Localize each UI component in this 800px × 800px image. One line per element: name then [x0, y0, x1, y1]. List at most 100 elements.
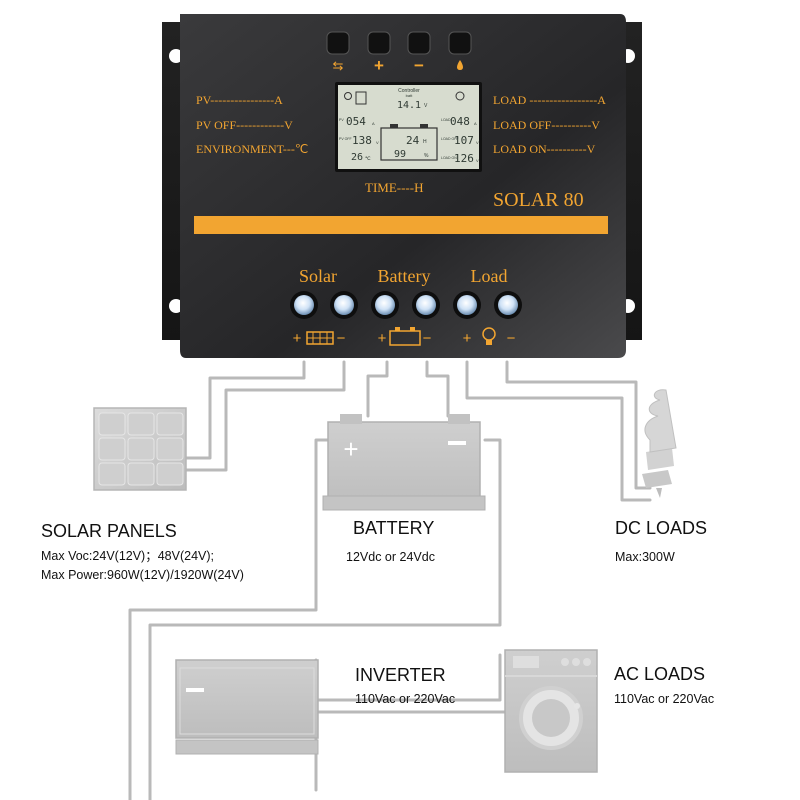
lcd-bulb-icon	[455, 91, 465, 101]
label-load-on: LOAD ON----------V	[493, 142, 596, 156]
accent-stripe	[194, 216, 608, 234]
lcd-left-unit-3: ℃	[365, 156, 371, 162]
lcd-right-unit-1: A	[474, 121, 477, 126]
label-time: TIME----H	[365, 180, 423, 195]
solar-plus-sign: +	[293, 330, 302, 347]
lcd-left-value-1: 054	[346, 115, 366, 128]
load-wire-negative	[505, 360, 652, 490]
terminal-load-negative[interactable]	[494, 291, 522, 319]
lcd-right-label-1: LOAD	[441, 118, 451, 122]
dc-loads-title: DC LOADS	[615, 518, 707, 538]
mount-hole	[169, 299, 183, 313]
plus-button[interactable]	[367, 31, 391, 55]
battery-title: BATTERY	[353, 518, 434, 538]
solar-minus-sign: −	[337, 330, 346, 347]
solar-cell	[98, 462, 126, 486]
battery-voltage: 12Vdc or 24Vdc	[346, 550, 435, 564]
parameter-labels: PV----------------A PV OFF------------V …	[196, 93, 606, 211]
terminal-label-battery: Battery	[378, 266, 431, 286]
lcd-controller-text: Controller	[398, 88, 420, 94]
model-name: SOLAR 80	[493, 189, 584, 211]
solar-panel-illustration	[93, 407, 187, 491]
solar-wire-positive	[184, 360, 306, 460]
wiring	[128, 360, 652, 800]
mount-hole	[169, 49, 183, 63]
lcd-left-unit-2: V	[376, 140, 379, 145]
lcd-right-unit-3: V	[476, 158, 479, 163]
label-load: LOAD -----------------A	[493, 93, 606, 107]
solar-cell	[98, 412, 126, 436]
solar-panel-icon	[306, 331, 334, 345]
label-environment: ENVIRONMENT---℃	[196, 142, 308, 156]
terminal-solar-positive[interactable]	[290, 291, 318, 319]
lcd-display: Controller batt 14.1 V PV 054 A PV OFF 1…	[335, 82, 482, 172]
lcd-top-unit: V	[424, 103, 428, 109]
inverter-minus-mark	[186, 688, 204, 692]
lcd-left-value-2: 138	[352, 134, 372, 147]
lcd-right-label-2: LOAD OFF	[441, 137, 459, 141]
battery-plus-sign: +	[378, 330, 387, 347]
load-wire-positive	[465, 360, 652, 502]
terminal-load-positive[interactable]	[453, 291, 481, 319]
load-plus-sign: +	[463, 330, 472, 347]
control-buttons: ⇆ + −	[326, 31, 472, 75]
solar-cell	[156, 437, 184, 461]
lcd-center-top-unit: H	[423, 139, 427, 145]
lcd-right-unit-2: V	[476, 140, 479, 145]
solar-panels-voc: Max Voc:24V(12V)；48V(24V);	[41, 549, 214, 563]
lcd-status-text: batt	[406, 93, 414, 98]
load-minus-sign: −	[507, 330, 516, 347]
label-load-off: LOAD OFF----------V	[493, 118, 600, 132]
terminal-label-solar: Solar	[299, 266, 337, 286]
mode-button[interactable]	[326, 31, 350, 55]
ac-loads-title: AC LOADS	[614, 664, 705, 684]
lcd-sun-icon	[344, 92, 352, 100]
terminals	[290, 291, 522, 319]
label-pv-off: PV OFF------------V	[196, 118, 293, 132]
minus-button[interactable]	[407, 31, 431, 55]
battery-minus-mark	[448, 441, 466, 445]
terminal-battery-negative[interactable]	[412, 291, 440, 319]
terminal-label-load: Load	[471, 266, 508, 286]
polarity-markings: + − + − + −	[293, 327, 516, 347]
mode-arrows-icon: ⇆	[333, 58, 344, 73]
lcd-left-value-3: 26	[351, 152, 363, 163]
terminal-labels: Solar Battery Load	[299, 266, 507, 286]
lcd-center-bottom-unit: %	[424, 153, 429, 159]
battery-illustration: +	[322, 414, 486, 511]
lcd-left-label-2: PV OFF	[339, 137, 352, 141]
ac-wire-1	[316, 653, 502, 702]
solar-cell	[156, 412, 184, 436]
battery-icon	[389, 327, 421, 346]
solar-cell	[127, 462, 155, 486]
label-pv: PV----------------A	[196, 93, 283, 107]
lcd-left-unit-1: A	[372, 121, 375, 126]
solar-wire-negative	[184, 360, 346, 472]
battery-wire-positive	[366, 360, 389, 418]
solar-charge-controller: ⇆ + − PV----------------A PV OFF--------…	[162, 14, 642, 358]
inverter-wire-1	[128, 438, 342, 800]
terminal-solar-negative[interactable]	[330, 291, 358, 319]
solar-cells	[98, 412, 184, 486]
ac-loads-voltage: 110Vac or 220Vac	[614, 692, 714, 706]
inverter-wire-2	[148, 438, 502, 800]
lcd-panel-icon	[355, 91, 367, 105]
lcd-right-label-3: LOAD ON	[441, 156, 457, 160]
inverter-title: INVERTER	[355, 665, 446, 685]
lcd-battery-icon	[380, 127, 438, 161]
battery-plus-mark: +	[343, 434, 358, 464]
captions: SOLAR PANELS Max Voc:24V(12V)；48V(24V); …	[41, 518, 714, 706]
lcd-right-value-2: 107	[454, 134, 474, 147]
inverter-voltage: 110Vac or 220Vac	[355, 692, 455, 706]
terminal-battery-positive[interactable]	[371, 291, 399, 319]
lcd-right-value-3: 126	[454, 152, 474, 165]
battery-wire-negative	[425, 360, 450, 418]
inverter-illustration: +	[175, 659, 319, 757]
minus-icon: −	[414, 56, 424, 75]
light-button[interactable]	[448, 31, 472, 55]
solar-cell	[156, 462, 184, 486]
lcd-center-top: 24	[406, 134, 420, 147]
battery-minus-sign: −	[423, 330, 432, 347]
light-bulb-icon	[482, 327, 496, 345]
